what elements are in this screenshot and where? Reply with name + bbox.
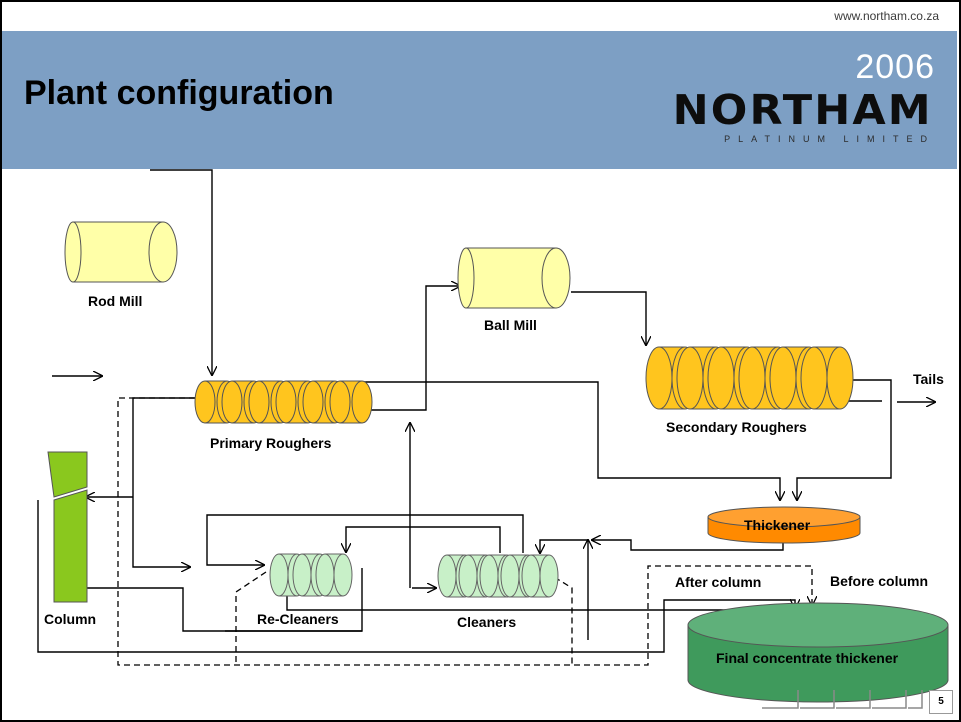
header-band: Plant configuration 2006 NORTHAM PLATINU…: [2, 31, 957, 169]
re-cleaners-label: Re-Cleaners: [257, 611, 339, 627]
feed-to-cleaners-line: [540, 539, 588, 553]
thickener-label: Thickener: [744, 517, 811, 533]
feed-line: [150, 169, 212, 375]
after-column-line: [37, 500, 795, 653]
secondary-to-thickener-line: [797, 379, 892, 500]
year-label: 2006: [855, 48, 935, 86]
company-logo: NORTHAM: [672, 86, 933, 134]
footer-decoration: [762, 690, 923, 709]
thickener-return-line: [592, 538, 784, 551]
tails-label: Tails: [913, 371, 944, 387]
cleaners-recycle-line: [206, 514, 524, 565]
rod-mill: [64, 221, 178, 283]
primary-to-thickener-line: [364, 381, 780, 500]
re-cleaners: [269, 553, 353, 597]
column-label: Column: [44, 611, 96, 627]
ball-mill-label: Ball Mill: [484, 317, 537, 333]
ballmill-to-secondary-line: [571, 291, 646, 345]
thickener: [707, 506, 861, 544]
primary-roughers-label: Primary Roughers: [210, 435, 332, 451]
secondary-roughers: [645, 346, 854, 410]
page-title: Plant configuration: [24, 74, 334, 112]
final-concentrate-thickener: [687, 602, 949, 703]
flow-lines: [37, 169, 935, 653]
final-thickener-label: Final concentrate thickener: [716, 650, 899, 666]
recleaner-dashed-line: [235, 571, 267, 665]
rod-mill-label: Rod Mill: [88, 293, 142, 309]
company-logo-subtitle: PLATINUM LIMITED: [724, 134, 935, 144]
primary-to-ballmill-line: [362, 286, 460, 411]
column-output-line: [86, 587, 362, 632]
page-number: 5: [929, 690, 953, 714]
primary-roughers: [194, 380, 373, 424]
cleaners-label: Cleaners: [457, 614, 516, 630]
column: [47, 451, 88, 603]
cleaners-to-recleaners-line: [346, 526, 501, 553]
ball-mill: [457, 247, 571, 309]
before-column-label: Before column: [830, 573, 928, 589]
recleaners-to-final-line: [286, 596, 810, 610]
secondary-roughers-label: Secondary Roughers: [666, 419, 807, 435]
before-column-dashed-line: [117, 397, 812, 666]
cleaners: [437, 554, 559, 598]
website-url: www.northam.co.za: [834, 9, 939, 23]
after-column-label: After column: [675, 574, 761, 590]
primary-to-recleaners-line: [132, 397, 195, 567]
